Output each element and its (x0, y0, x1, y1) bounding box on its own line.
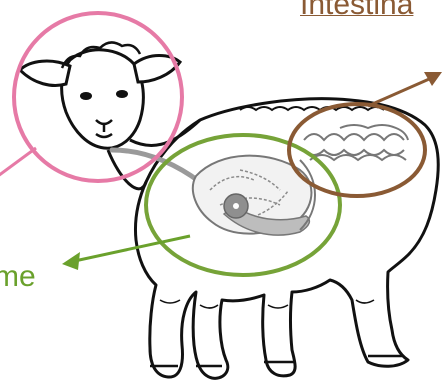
intestine-pointer-arrow (368, 76, 436, 106)
rumen-arrowhead (62, 252, 80, 270)
right-eye (116, 90, 128, 98)
head-pointer-line (0, 148, 36, 176)
sheep-head-outline (62, 50, 144, 148)
reticulum-center (233, 203, 239, 209)
left-eye (80, 92, 92, 100)
rumen-label: me (0, 260, 36, 294)
intestine-label: Intestina (300, 0, 413, 22)
